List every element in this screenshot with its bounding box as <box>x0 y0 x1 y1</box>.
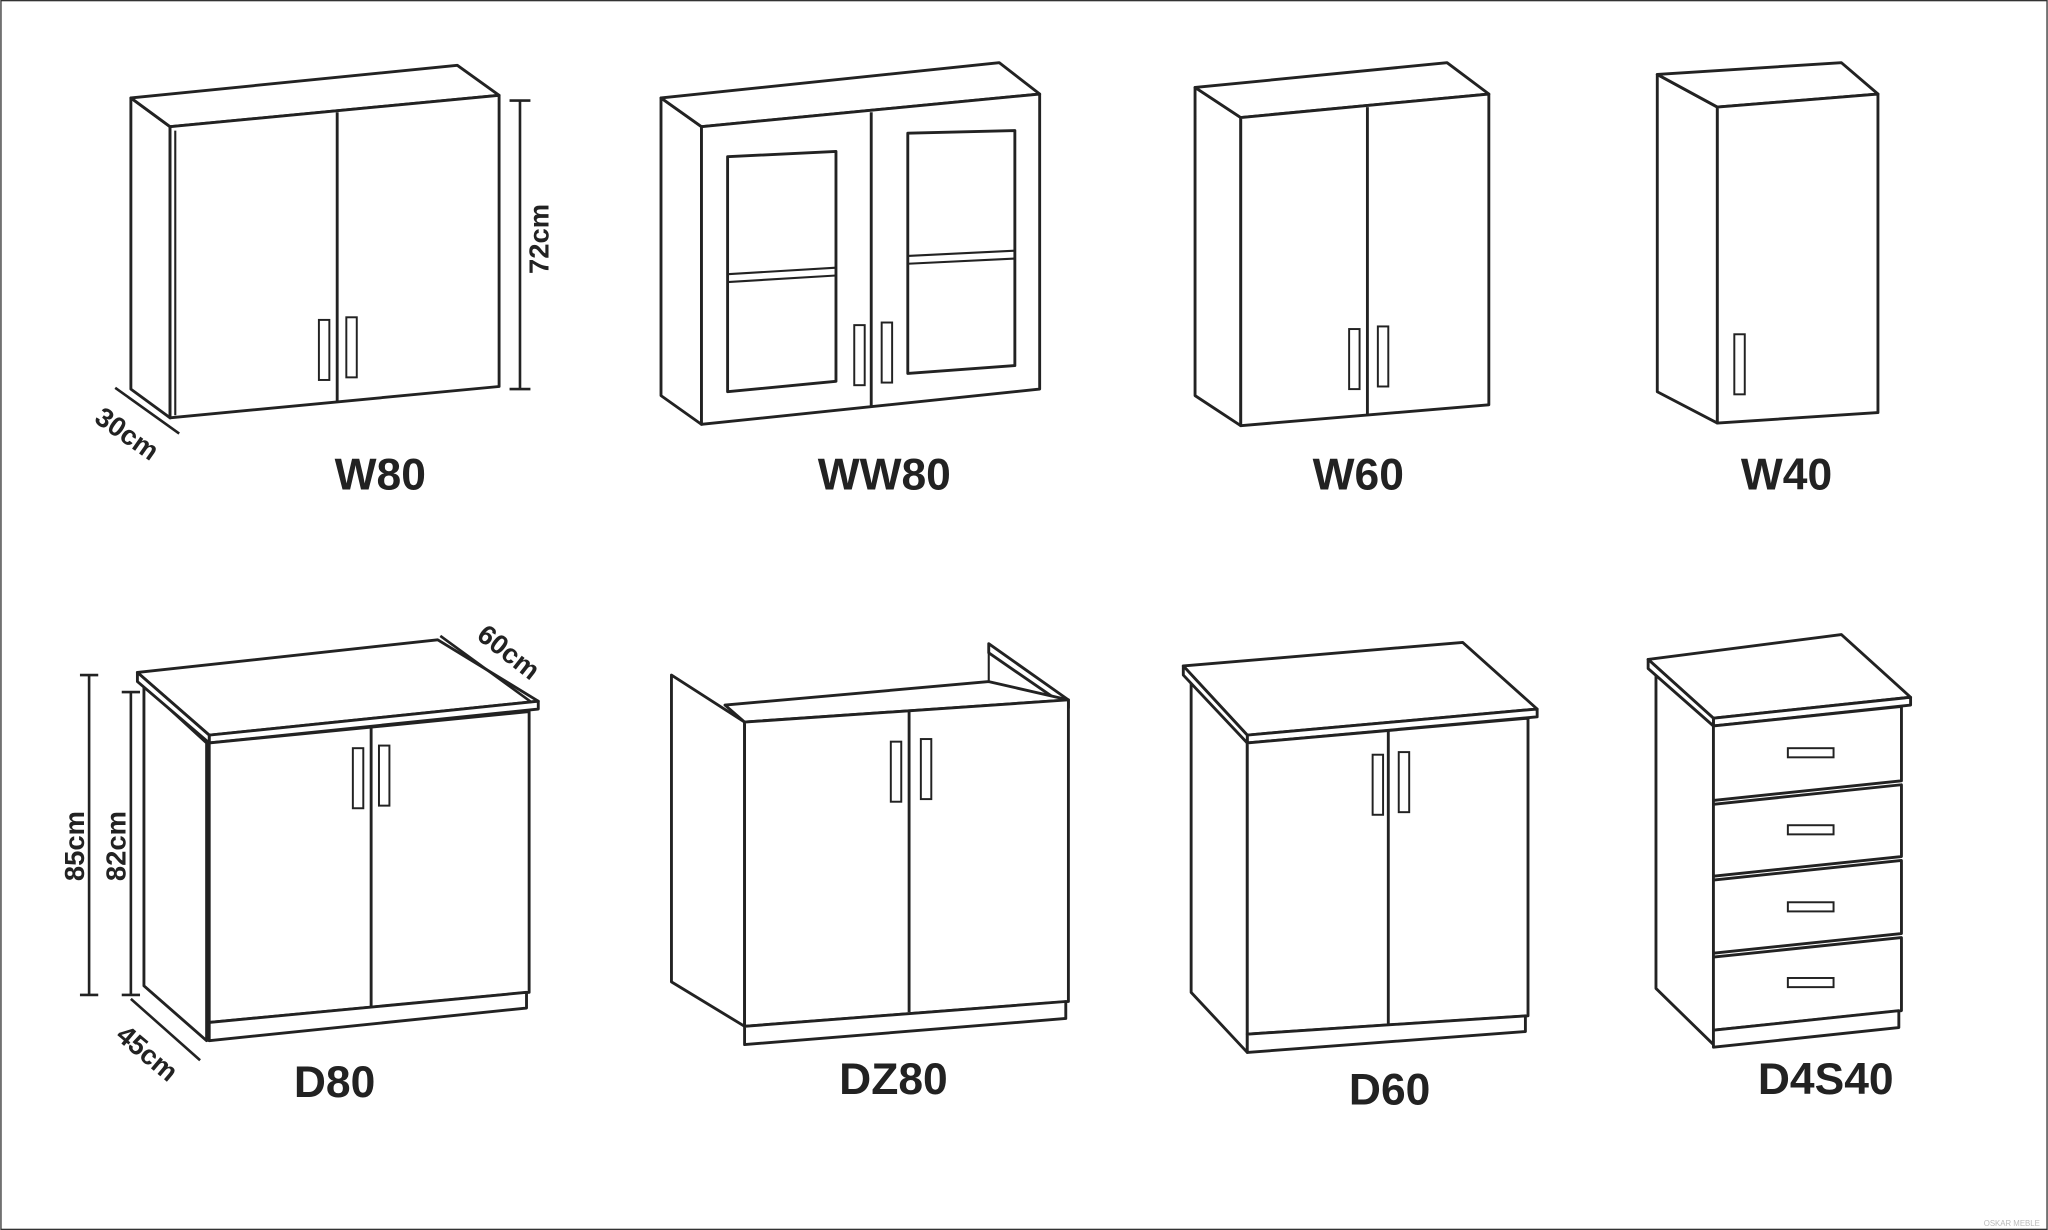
label-w80: W80 <box>335 451 426 500</box>
cabinet-d4s40: D4S40 <box>1646 633 1913 1104</box>
cabinet-d80: 85cm 82cm 45cm 60cm D80 <box>59 618 546 1107</box>
cabinet-dz80: DZ80 <box>670 642 1070 1104</box>
svg-text:82cm: 82cm <box>101 811 132 881</box>
label-w60: W60 <box>1313 451 1404 500</box>
cabinet-w60: W60 <box>1193 61 1491 500</box>
watermark: OSKAR MEBLE <box>1984 1219 2040 1228</box>
cabinet-d60: D60 <box>1181 640 1539 1115</box>
label-d80: D80 <box>294 1058 375 1107</box>
dimension-height-82: 82cm <box>101 690 141 997</box>
svg-text:85cm: 85cm <box>59 811 90 881</box>
dimension-height-72: 72cm <box>509 99 555 391</box>
cabinet-ww80: WW80 <box>659 61 1042 500</box>
svg-text:72cm: 72cm <box>524 204 555 274</box>
cabinet-w80: 72cm 30cm W80 <box>90 63 555 500</box>
cabinet-w40: W40 <box>1655 61 1880 500</box>
label-dz80: DZ80 <box>839 1055 948 1104</box>
label-ww80: WW80 <box>818 451 951 500</box>
dimension-height-85: 85cm <box>59 673 99 997</box>
label-d60: D60 <box>1349 1066 1430 1115</box>
label-d4s40: D4S40 <box>1758 1055 1894 1104</box>
label-w40: W40 <box>1741 451 1832 500</box>
